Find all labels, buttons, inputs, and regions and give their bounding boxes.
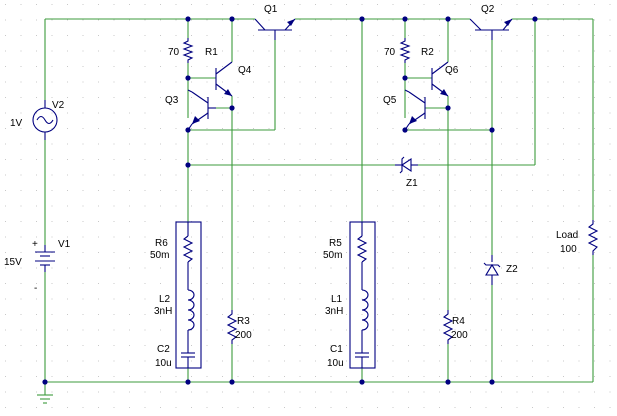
junction-dots	[42, 16, 538, 385]
label-v1-plus: +	[32, 239, 38, 250]
label-l1-value: 3nH	[325, 306, 343, 317]
label-l2-value: 3nH	[154, 306, 172, 317]
label-z2: Z2	[506, 264, 518, 275]
label-r5: R5	[329, 238, 342, 249]
zener-z1: Z1	[395, 156, 418, 189]
label-r4-value: 200	[451, 330, 468, 341]
cap-bank-left: R6 50m L2 3nH C2 10u	[150, 221, 202, 369]
ground-symbol	[37, 394, 53, 404]
label-q5: Q5	[383, 95, 397, 106]
label-v1-minus: -	[34, 283, 37, 294]
dc-source-v1: + - V1 15V	[4, 239, 71, 294]
label-r1-value: 70	[168, 47, 180, 58]
transistor-q1: Q1	[254, 4, 296, 40]
label-r4: R4	[452, 316, 465, 327]
label-q1: Q1	[264, 4, 278, 15]
cap-bank-right: R5 50m L1 3nH C1 10u	[323, 221, 376, 369]
label-r1: R1	[205, 47, 218, 58]
label-r3: R3	[237, 316, 250, 327]
ac-source-v2: V2 1V	[10, 100, 65, 140]
resistor-load: Load 100	[556, 220, 599, 255]
label-load-value: 100	[560, 244, 577, 255]
label-l2: L2	[159, 294, 171, 305]
wires	[44, 18, 594, 395]
label-r5-value: 50m	[323, 250, 342, 261]
resistor-r1: 70 R1	[168, 38, 218, 63]
label-c2-value: 10u	[155, 358, 172, 369]
label-c2: C2	[157, 344, 170, 355]
label-v2: V2	[52, 100, 65, 111]
label-r6: R6	[155, 238, 168, 249]
transistor-q5: Q5	[383, 89, 426, 131]
label-q6: Q6	[445, 65, 459, 76]
label-l1: L1	[331, 294, 343, 305]
label-r6-value: 50m	[150, 250, 169, 261]
label-r3-value: 200	[235, 330, 252, 341]
resistor-r4: R4 200	[442, 310, 468, 344]
grid-dots	[5, 4, 611, 408]
label-load: Load	[556, 230, 578, 241]
label-r2-value: 70	[384, 47, 396, 58]
zener-z2: Z2	[483, 255, 518, 285]
transistor-q4: Q4	[215, 61, 252, 97]
label-v2-value: 1V	[10, 118, 23, 129]
label-v1-value: 15V	[4, 257, 22, 268]
label-v1: V1	[58, 239, 71, 250]
label-q4: Q4	[238, 65, 252, 76]
label-z1: Z1	[406, 178, 418, 189]
transistor-q6: Q6	[431, 61, 459, 97]
resistor-r3: R3 200	[226, 310, 252, 344]
transistor-q2: Q2	[469, 4, 513, 40]
label-c1: C1	[330, 344, 343, 355]
resistor-r2: 70 R2	[384, 38, 434, 63]
label-r2: R2	[421, 47, 434, 58]
label-q3: Q3	[165, 95, 179, 106]
label-c1-value: 10u	[327, 358, 344, 369]
label-q2: Q2	[481, 4, 495, 15]
